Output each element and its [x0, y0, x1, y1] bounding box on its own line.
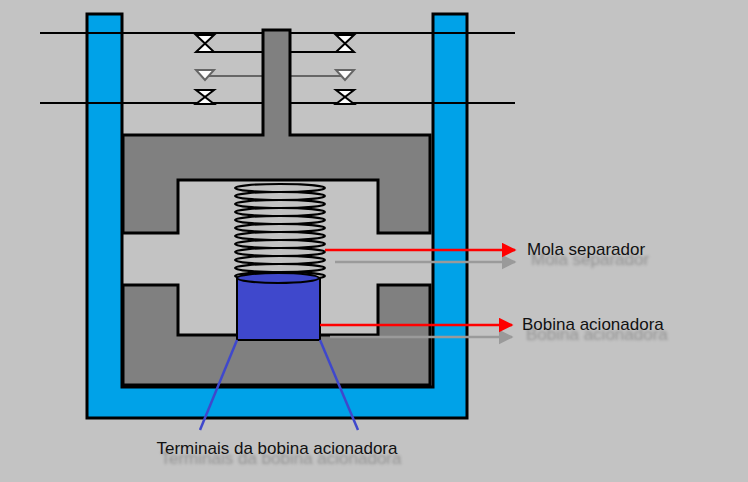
callout-arrow [320, 324, 512, 327]
callout-arrow [325, 249, 515, 252]
actuating-coil [237, 278, 320, 340]
part-label: Bobina acionadora [522, 315, 664, 335]
part-label: Mola separador [527, 240, 645, 260]
callout-arrow-shadow [330, 336, 512, 339]
movable-armature [123, 30, 430, 233]
separator-spring [235, 184, 325, 280]
actuating-coil-top [237, 273, 319, 283]
terminal-label: Terminais da bobina acionadora [157, 439, 398, 459]
housing [87, 14, 467, 418]
coil-terminal [320, 340, 358, 430]
callout-arrow-shadow [335, 261, 515, 264]
coil-terminal [200, 340, 237, 430]
